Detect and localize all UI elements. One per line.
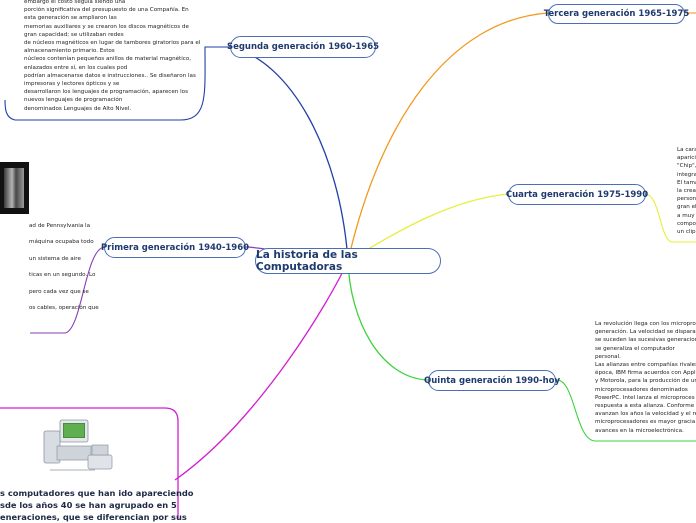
note-cuarta-line: El tama: [677, 179, 696, 187]
node-primera-generacion[interactable]: Primera generación 1940-1960: [104, 237, 246, 258]
note-cuarta-line: person: [677, 195, 696, 203]
note-segunda-line: enlazados entre sí, en los cuales pod: [24, 64, 200, 72]
note-quinta-line: se generaliza el computador: [595, 345, 696, 353]
note-quinta-line: personal.: [595, 353, 696, 361]
note-primera-line: máquina ocupaba todo: [29, 238, 99, 246]
note-cuarta-line: aparici: [677, 154, 696, 162]
note-primera-line: [29, 230, 99, 238]
note-quinta-line: y Motorola, para la producción de un: [595, 377, 696, 385]
note-intro-line: s computadores que han ido apareciendo: [0, 487, 194, 499]
note-quinta-line: La revolución llega con los microproc: [595, 320, 696, 328]
note-cuarta-line: un clip: [677, 228, 696, 236]
computer-illustration: [44, 420, 112, 470]
note-cuarta-line: a muy: [677, 212, 696, 220]
connector-quinta: [348, 261, 428, 380]
connector-intro: [175, 261, 348, 480]
note-segunda-line: almacenamiento primario. Estos: [24, 47, 200, 55]
note-cuarta-line: "Chip",: [677, 162, 696, 170]
note-primera-line: [29, 296, 99, 304]
note-quinta-line: generación. La velocidad se dispara: [595, 328, 696, 336]
note-quinta-line: respuesta a esta alianza. Conforme: [595, 402, 696, 410]
note-primera-line: [29, 263, 99, 271]
note-primera-line: os cables, operación que: [29, 304, 99, 312]
note-cuarta-line: gran el: [677, 203, 696, 211]
node-cuarta-generacion[interactable]: Cuarta generación 1975-1990: [508, 184, 646, 205]
note-segunda-line: nuevos lenguajes de programación: [24, 96, 200, 104]
eniac-photo: [0, 162, 29, 214]
note-segunda-line: porción significativa del presupuesto de…: [24, 6, 200, 14]
node-segunda-generacion[interactable]: Segunda generación 1960-1965: [230, 36, 376, 58]
note-segunda-line: núcleos contenían pequeños anillos de ma…: [24, 55, 200, 63]
note-intro-line: sde los años 40 se han agrupado en 5: [0, 499, 194, 511]
note-segunda-line: de núcleos magnéticos en lugar de tambor…: [24, 39, 200, 47]
note-segunda-line: impresoras y lectores ópticos y se: [24, 80, 200, 88]
note-segunda-line: desarrollaron los lenguajes de programac…: [24, 88, 200, 96]
node-tercera-generacion[interactable]: Tercera generación 1965-1975: [548, 4, 685, 24]
note-primera: ad de Pennsylvania la máquina ocupaba to…: [29, 222, 99, 312]
note-quinta-line: se suceden las sucesivas generacion: [595, 336, 696, 344]
note-quinta-line: Las alianzas entre compañías rivales: [595, 361, 696, 369]
note-segunda-line: gran capacidad; se utilizaban redes: [24, 31, 200, 39]
note-quinta-line: época, IBM firma acuerdos con Appl: [595, 369, 696, 377]
note-cuarta-line: la crea: [677, 187, 696, 195]
note-quinta-line: avanzan los años la velocidad y el re: [595, 410, 696, 418]
note-segunda-line: esta generación se ampliaron las: [24, 14, 200, 22]
note-primera-line: ticas en un segundo. Lo: [29, 271, 99, 279]
note-cuarta-line: integra: [677, 171, 696, 179]
note-quinta-line: avances en la microelectrónica.: [595, 427, 696, 435]
note-primera-line: ad de Pennsylvania la: [29, 222, 99, 230]
connector-segunda: [230, 47, 348, 261]
note-primera-line: [29, 247, 99, 255]
central-topic[interactable]: La historia de las Computadoras: [255, 248, 441, 274]
node-quinta-generacion[interactable]: Quinta generación 1990-hoy: [428, 370, 556, 391]
note-quinta-line: PowerPC. Intel lanza el microproces: [595, 394, 696, 402]
note-quinta-line: microprocesadores denominados: [595, 386, 696, 394]
note-quinta-line: microprocesadores es mayor gracia: [595, 418, 696, 426]
note-intro-line: eneraciones, que se diferencian por sus: [0, 511, 194, 523]
note-segunda-line: denominados Lenguajes de Alto Nivel.: [24, 105, 200, 113]
note-primera-line: un sistema de aire: [29, 255, 99, 263]
note-primera-line: pero cada vez que se: [29, 288, 99, 296]
note-cuarta-line: compo: [677, 220, 696, 228]
note-primera-line: [29, 279, 99, 287]
note-segunda-line: memorias auxiliares y se crearon los dis…: [24, 23, 200, 31]
note-segunda-line: podrían almacenarse datos e instruccione…: [24, 72, 200, 80]
note-cuarta-line: La cara: [677, 146, 696, 154]
